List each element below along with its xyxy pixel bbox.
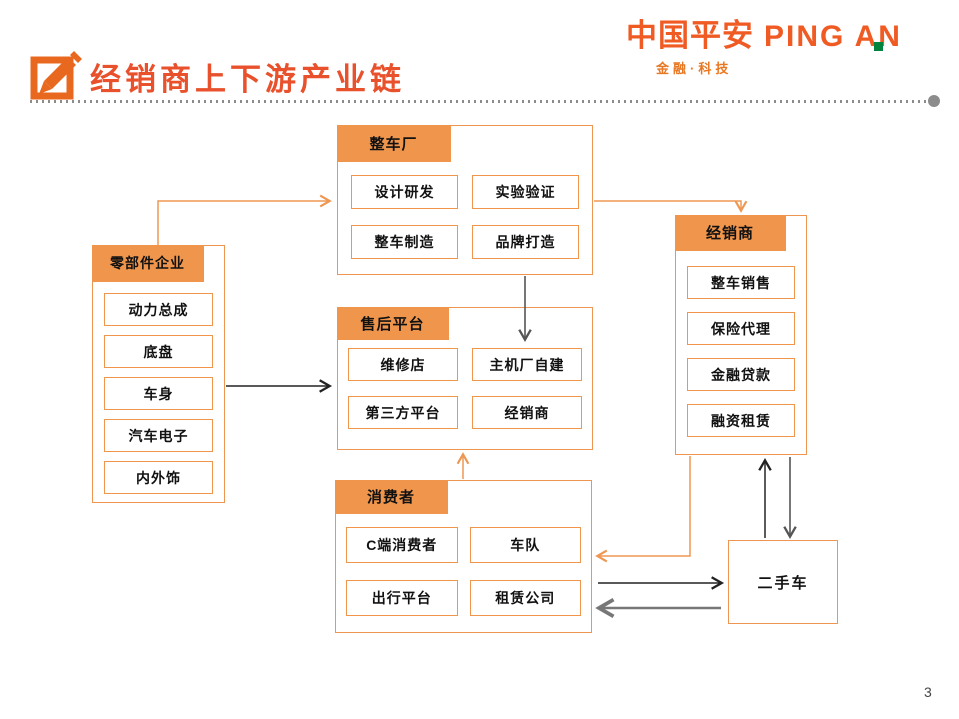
title-row: 经销商上下游产业链 (30, 50, 405, 102)
pingan-logo: 中国平安 PING AN 金融·科技 (626, 10, 916, 77)
parts-item-body: 车身 (104, 377, 213, 410)
group-aftersales-header: 售后平台 (336, 306, 449, 340)
dealer-item-vehicle-sales: 整车销售 (687, 266, 795, 299)
group-consumer: 消费者 C端消费者 车队 出行平台 租赁公司 (334, 479, 592, 633)
dealer-item-insurance: 保险代理 (687, 312, 795, 345)
group-oem-header: 整车厂 (336, 124, 451, 162)
page-title: 经销商上下游产业链 (90, 61, 405, 98)
consumer-item-rental: 租赁公司 (469, 580, 581, 616)
page-number: 3 (924, 684, 932, 700)
group-oem: 整车厂 设计研发 实验验证 整车制造 品牌打造 (336, 124, 593, 275)
parts-item-electronics: 汽车电子 (104, 419, 213, 452)
dealer-item-leasing: 融资租赁 (687, 404, 795, 437)
group-dealer-header: 经销商 (674, 214, 786, 251)
logo-subtitle: 金融·科技 (656, 61, 733, 76)
oem-item-brand: 品牌打造 (472, 225, 579, 259)
aftersales-item-thirdparty: 第三方平台 (348, 396, 458, 429)
group-parts: 零部件企业 动力总成 底盘 车身 汽车电子 内外饰 (91, 244, 225, 503)
pencil-square-icon (30, 51, 82, 100)
group-aftersales: 售后平台 维修店 主机厂自建 第三方平台 经销商 (336, 306, 593, 450)
group-parts-header: 零部件企业 (91, 244, 204, 282)
parts-item-interior: 内外饰 (104, 461, 213, 494)
aftersales-item-oem-built: 主机厂自建 (472, 348, 582, 381)
pingan-logo-text: 中国平安 PING AN (626, 10, 916, 55)
group-consumer-header: 消费者 (334, 479, 448, 514)
aftersales-item-dealer: 经销商 (472, 396, 582, 429)
logo-green-square (874, 42, 883, 51)
arrow-parts-to-oem (157, 194, 332, 246)
aftersales-item-repairshop: 维修店 (348, 348, 458, 381)
usedcar-box: 二手车 (728, 540, 838, 624)
title-divider-end-dot (928, 95, 940, 107)
title-divider (30, 100, 926, 103)
parts-item-chassis: 底盘 (104, 335, 213, 368)
dealer-item-loans: 金融贷款 (687, 358, 795, 391)
oem-item-test: 实验验证 (472, 175, 579, 209)
consumer-item-mobility: 出行平台 (346, 580, 458, 616)
group-dealer: 经销商 整车销售 保险代理 金融贷款 融资租赁 (674, 214, 807, 455)
oem-item-design: 设计研发 (351, 175, 458, 209)
consumer-item-c-end: C端消费者 (346, 527, 458, 563)
consumer-item-fleet: 车队 (469, 527, 581, 563)
arrow-dealer-to-consumer (595, 456, 691, 563)
arrow-oem-to-dealer (594, 200, 748, 213)
oem-item-manufacture: 整车制造 (351, 225, 458, 259)
logo-cn: 中国平安 (626, 18, 754, 53)
parts-item-powertrain: 动力总成 (104, 293, 213, 326)
